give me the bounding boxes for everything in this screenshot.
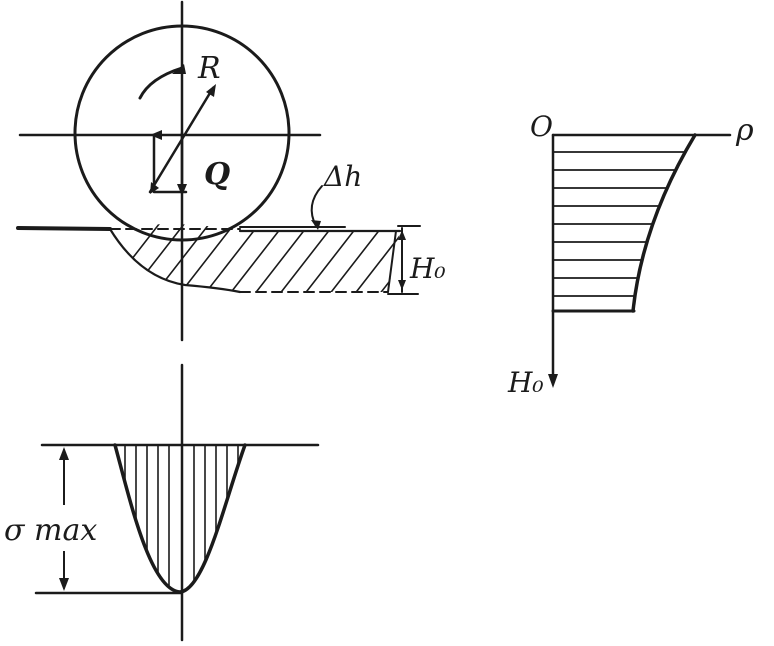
sigma-dim-arrow-bottom [59, 578, 69, 591]
q-force-arrowhead [177, 184, 187, 196]
density-profile: O ρ H₀ [507, 110, 754, 399]
label-h0-axis: H₀ [507, 366, 544, 399]
label-delta-h: Δh [323, 160, 362, 193]
delta-h-arrowhead [311, 220, 321, 230]
soil-zone-right-edge [387, 230, 397, 293]
label-r: R [197, 51, 221, 86]
sigma-dim-arrow-top [59, 447, 69, 460]
stress-curve [113, 443, 247, 594]
force-component-box [152, 133, 188, 194]
label-q: Q [204, 157, 230, 192]
ground-surface-left [16, 226, 112, 231]
sigma-label-bg [0, 505, 112, 551]
rotation-arrowhead [172, 64, 186, 74]
label-h0-wheel: H₀ [409, 252, 446, 285]
label-rho: ρ [735, 113, 754, 148]
wheel-group: R Q Δh [16, 0, 446, 342]
delta-h-leader [310, 185, 323, 227]
label-origin: O [530, 110, 553, 143]
label-sigma-max: σ max [4, 513, 97, 548]
h0-dim-arrow-bottom [398, 280, 406, 290]
horizontal-force-arrowhead [150, 130, 162, 140]
stress-distribution: σ max [0, 363, 320, 642]
depth-axis-arrowhead [548, 374, 558, 388]
density-curve [631, 133, 697, 313]
soil-zone-curve [108, 227, 242, 294]
rotation-arrow [138, 66, 184, 100]
resultant-r-arrowhead [206, 84, 216, 97]
density-hatch [552, 151, 687, 297]
h0-dim-arrow-top [398, 230, 406, 240]
